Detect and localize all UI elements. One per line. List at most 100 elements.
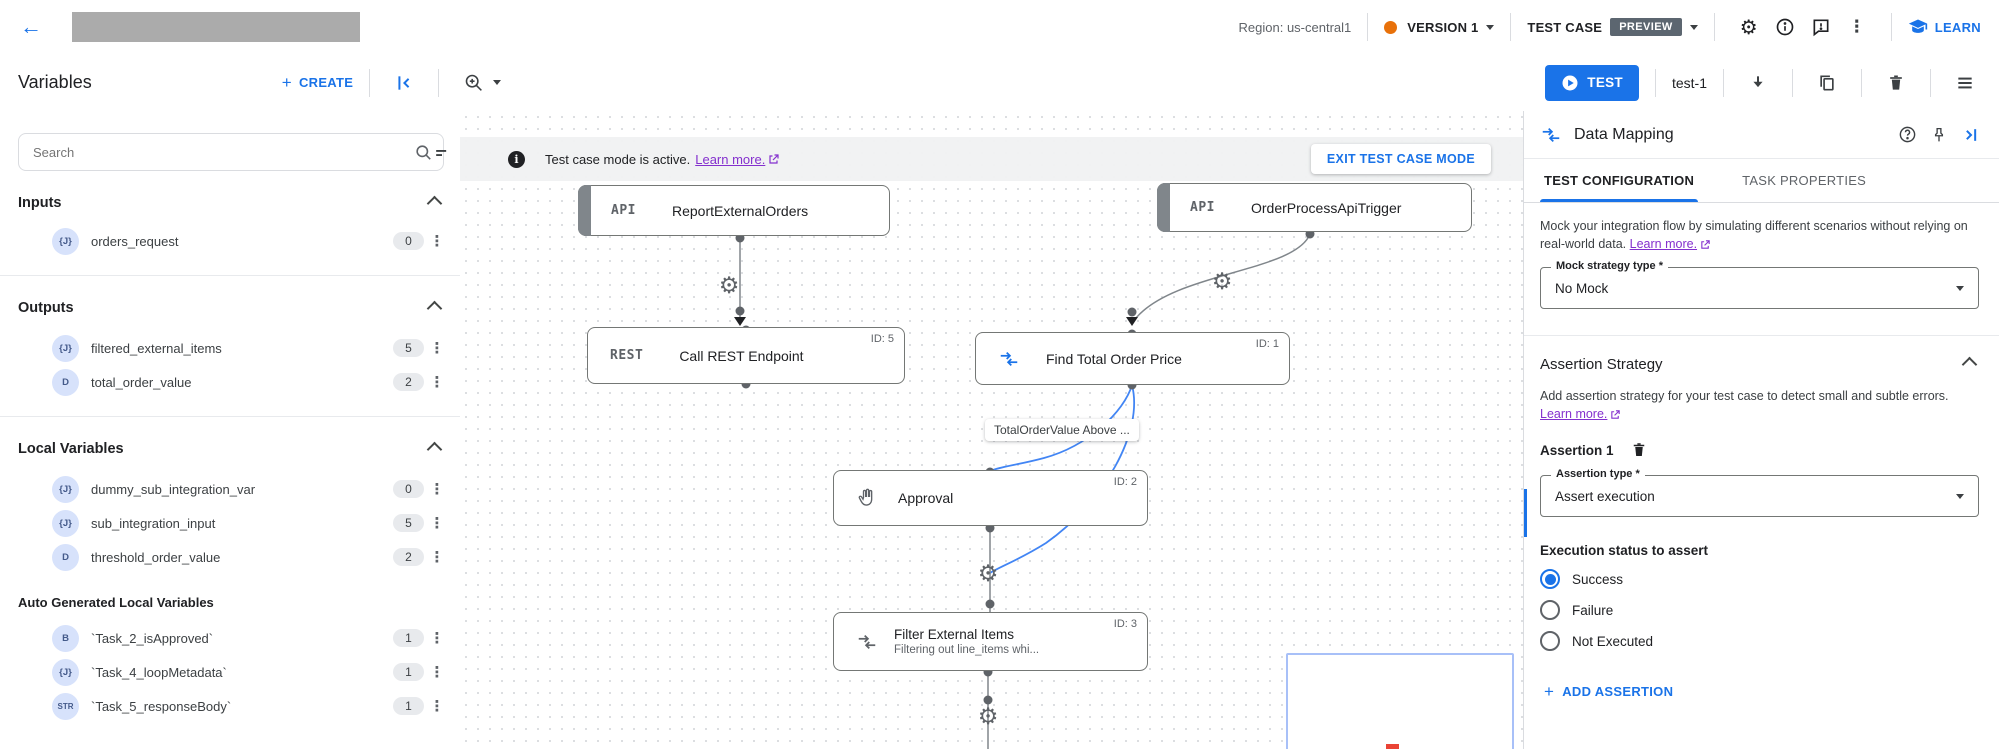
variable-row[interactable]: {J} sub_integration_input 5 ⋮: [0, 507, 460, 539]
add-assertion-button[interactable]: + ADD ASSERTION: [1540, 675, 1683, 708]
back-arrow-icon[interactable]: ←: [20, 14, 42, 39]
version-selector[interactable]: VERSION 1: [1407, 20, 1495, 35]
mock-learn-more-link[interactable]: Learn more.: [1630, 235, 1711, 253]
variables-title: Variables: [18, 72, 92, 92]
pin-icon[interactable]: [1923, 119, 1955, 151]
learn-icon: [1908, 19, 1927, 33]
row-menu-icon[interactable]: ⋮: [429, 232, 445, 250]
collapse-panel-left-icon[interactable]: [386, 65, 422, 101]
toolbar-right: TEST test-1: [1545, 64, 1983, 101]
row-menu-icon[interactable]: ⋮: [429, 373, 445, 391]
download-icon[interactable]: [1740, 65, 1776, 101]
chevron-down-icon: [1956, 493, 1964, 499]
test-case-selector[interactable]: TEST CASE PREVIEW: [1527, 18, 1698, 36]
row-menu-icon[interactable]: ⋮: [429, 663, 445, 681]
radio-button[interactable]: [1540, 631, 1560, 651]
focus-indicator-bar: [1524, 489, 1527, 537]
edge-gear-icon[interactable]: ⚙: [718, 273, 740, 299]
create-variable-button[interactable]: + CREATE: [282, 74, 354, 91]
radio-success[interactable]: Success: [1540, 569, 1979, 589]
tab-test-configuration[interactable]: TEST CONFIGURATION: [1540, 159, 1699, 202]
api-tag: API: [611, 203, 636, 218]
data-mapping-panel: Data Mapping TEST CONFIGURATION TASK PRO…: [1523, 111, 1999, 749]
chevron-up-icon[interactable]: [426, 195, 443, 211]
radio-failure[interactable]: Failure: [1540, 600, 1979, 620]
variable-row[interactable]: D threshold_order_value 2 ⋮: [0, 541, 460, 573]
node-title: Call REST Endpoint: [679, 347, 804, 364]
radio-button[interactable]: [1540, 600, 1560, 620]
assertion-learn-more-link[interactable]: Learn more.: [1540, 405, 1621, 423]
usage-count-badge: 5: [393, 514, 424, 532]
node-call-rest-endpoint[interactable]: REST Call REST Endpoint ID: 5: [587, 327, 905, 384]
edge-gear-icon[interactable]: ⚙: [1211, 269, 1233, 295]
node-find-total-order-price[interactable]: Find Total Order Price ID: 1: [975, 332, 1290, 385]
row-menu-icon[interactable]: ⋮: [429, 548, 445, 566]
delete-icon[interactable]: [1878, 65, 1914, 101]
type-icon-double: D: [52, 368, 79, 396]
chevron-up-icon[interactable]: [1961, 356, 1978, 373]
inputs-title: Inputs: [18, 195, 62, 211]
variable-row[interactable]: {J} orders_request 0 ⋮: [0, 225, 460, 257]
node-report-external-orders[interactable]: API ReportExternalOrders: [578, 185, 890, 236]
learn-button[interactable]: LEARN: [1908, 17, 1981, 37]
zoom-control[interactable]: [455, 65, 509, 101]
node-order-process-api-trigger[interactable]: API OrderProcessApiTrigger: [1157, 183, 1472, 232]
node-approval[interactable]: Approval ID: 2: [833, 470, 1148, 526]
settings-gear-icon[interactable]: ⚙: [1739, 15, 1758, 39]
data-mapping-icon: [998, 348, 1020, 370]
assertion-type-select[interactable]: Assertion type * Assert execution: [1540, 468, 1979, 517]
divider: [1861, 68, 1862, 97]
more-menu-icon[interactable]: ⋮: [1848, 17, 1866, 37]
add-assertion-label: ADD ASSERTION: [1562, 684, 1674, 699]
row-menu-icon[interactable]: ⋮: [429, 629, 445, 647]
variable-row[interactable]: {J} dummy_sub_integration_var 0 ⋮: [0, 473, 460, 505]
copy-icon[interactable]: [1809, 65, 1845, 101]
variable-row[interactable]: {J} filtered_external_items 5 ⋮: [0, 332, 460, 364]
row-menu-icon[interactable]: ⋮: [429, 697, 445, 715]
edge-gear-icon[interactable]: ⚙: [977, 561, 999, 587]
delete-assertion-icon[interactable]: [1630, 441, 1648, 459]
mock-strategy-value: No Mock: [1555, 280, 1609, 296]
variable-name: orders_request: [91, 233, 179, 249]
help-icon[interactable]: [1891, 119, 1923, 151]
info-icon[interactable]: [1767, 9, 1803, 45]
node-title: OrderProcessApiTrigger: [1250, 199, 1402, 216]
variable-row[interactable]: D total_order_value 2 ⋮: [0, 366, 460, 398]
node-filter-external-items[interactable]: Filter External Items Filtering out line…: [833, 612, 1148, 671]
variable-row[interactable]: {J} `Task_4_loopMetadata` 1 ⋮: [0, 656, 460, 688]
variable-name: filtered_external_items: [91, 340, 222, 356]
outputs-section-header[interactable]: Outputs: [0, 300, 460, 316]
mock-strategy-select[interactable]: Mock strategy type * No Mock: [1540, 260, 1979, 309]
exit-test-case-mode-button[interactable]: EXIT TEST CASE MODE: [1310, 144, 1491, 174]
sort-icon[interactable]: [432, 143, 452, 163]
radio-button-selected[interactable]: [1540, 569, 1560, 589]
banner-text: Test case mode is active.: [545, 151, 691, 167]
edge-gear-icon[interactable]: ⚙: [977, 704, 999, 730]
flow-canvas[interactable]: ⚙ ⚙ ⚙ ⚙ Test case mode is active. Learn …: [460, 111, 1523, 749]
row-menu-icon[interactable]: ⋮: [429, 339, 445, 357]
search-icon: [416, 144, 431, 160]
error-marker: [1386, 744, 1399, 749]
feedback-icon[interactable]: [1803, 9, 1839, 45]
chevron-up-icon[interactable]: [426, 441, 443, 457]
radio-not-executed[interactable]: Not Executed: [1540, 631, 1979, 651]
list-view-icon[interactable]: [1947, 65, 1983, 101]
usage-count-badge: 2: [393, 548, 424, 566]
tab-task-properties[interactable]: TASK PROPERTIES: [1742, 173, 1867, 188]
test-button[interactable]: TEST: [1545, 64, 1639, 101]
collapse-panel-right-icon[interactable]: [1955, 119, 1987, 151]
node-title: Approval: [898, 490, 954, 506]
variable-row[interactable]: STR `Task_5_responseBody` 1 ⋮: [0, 690, 460, 722]
variable-row[interactable]: B `Task_2_isApproved` 1 ⋮: [0, 622, 460, 654]
assertion-strategy-header[interactable]: Assertion Strategy: [1540, 356, 1979, 373]
search-input[interactable]: [31, 143, 414, 161]
row-menu-icon[interactable]: ⋮: [429, 480, 445, 498]
edge-condition-label[interactable]: TotalOrderValue Above ...: [985, 419, 1139, 441]
inputs-section-header[interactable]: Inputs: [0, 195, 460, 211]
chevron-up-icon[interactable]: [426, 300, 443, 316]
banner-learn-more-link[interactable]: Learn more.: [695, 152, 780, 167]
learn-more-label: Learn more.: [1629, 237, 1698, 251]
row-menu-icon[interactable]: ⋮: [429, 514, 445, 532]
test-case-name[interactable]: test-1: [1671, 74, 1707, 91]
local-variables-section-header[interactable]: Local Variables: [0, 441, 460, 457]
